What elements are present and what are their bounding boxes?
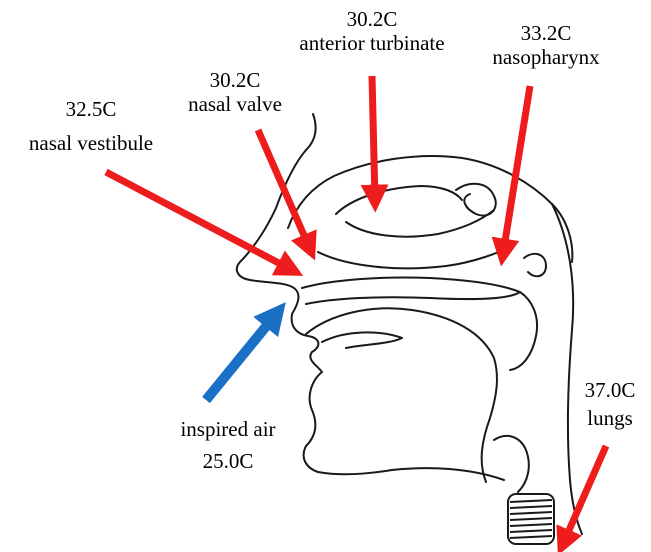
anterior-turbinate-temperature: 30.2C xyxy=(275,7,469,31)
pharynx-back-wall xyxy=(552,204,582,534)
trachea-ring xyxy=(510,506,552,508)
nasopharynx-arrow-icon xyxy=(503,86,530,254)
trachea-icon xyxy=(508,494,554,544)
trachea-ring xyxy=(510,536,552,538)
nasal-cavity-roof xyxy=(288,156,572,262)
inspired-air-temperature: 25.0C xyxy=(158,445,298,477)
anterior-turbinate-label: 30.2C anterior turbinate xyxy=(275,7,469,55)
trachea-ring xyxy=(510,512,552,514)
nasal-valve-arrow-icon xyxy=(258,130,310,249)
oral-cavity-line xyxy=(322,332,402,348)
trachea-ring xyxy=(510,500,552,502)
lungs-temperature: 37.0C xyxy=(572,376,648,404)
trachea-ring xyxy=(510,518,552,520)
nasal-valve-temperature: 30.2C xyxy=(170,68,300,92)
trachea-ring xyxy=(510,524,552,526)
anterior-turbinate-name: anterior turbinate xyxy=(275,31,469,55)
superior-turbinate xyxy=(336,186,462,214)
epiglottis xyxy=(494,436,529,492)
inspired-air-arrow-icon xyxy=(206,313,277,400)
nasopharynx-temperature: 33.2C xyxy=(472,21,620,45)
nasopharynx-name: nasopharynx xyxy=(472,45,620,69)
nasal-vestibule-name: nasal vestibule xyxy=(8,126,174,160)
anterior-turbinate-arrow-icon xyxy=(372,76,375,200)
nasopharynx-label: 33.2C nasopharynx xyxy=(472,21,620,69)
nasal-vestibule-temperature: 32.5C xyxy=(8,92,174,126)
nasal-valve-label: 30.2C nasal valve xyxy=(170,68,300,116)
nasal-vestibule-label: 32.5C nasal vestibule xyxy=(8,92,174,160)
lungs-label: 37.0C lungs xyxy=(572,376,648,432)
trachea-ring xyxy=(510,530,552,532)
inferior-turbinate xyxy=(318,246,512,268)
lungs-name: lungs xyxy=(572,404,648,432)
hard-palate xyxy=(302,277,520,304)
nasal-valve-name: nasal valve xyxy=(170,92,300,116)
nasal-vestibule-arrow-icon xyxy=(106,172,292,270)
eustachian-tube xyxy=(524,254,546,276)
inspired-air-label: inspired air 25.0C xyxy=(158,413,298,477)
soft-palate xyxy=(510,292,537,370)
tongue-outline xyxy=(306,308,497,482)
middle-turbinate xyxy=(346,210,494,237)
inspired-air-name: inspired air xyxy=(158,413,298,445)
